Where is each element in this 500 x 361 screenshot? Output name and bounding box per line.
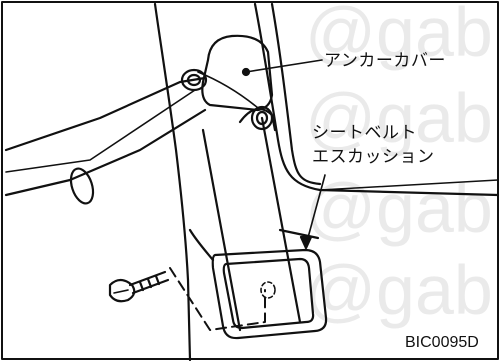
assembly-dash-path xyxy=(169,267,266,331)
leader-anchor-cover xyxy=(245,59,323,73)
anchor-bolt-hole xyxy=(250,105,274,131)
watermark: @gab xyxy=(305,79,493,157)
escutcheon-outer xyxy=(211,248,328,340)
upper-belt-top xyxy=(4,76,207,152)
belt-ring xyxy=(69,167,95,205)
label-anchor-cover: アンカーカバー xyxy=(324,51,446,71)
figure-code: BIC0095D xyxy=(405,334,479,351)
screw-shank xyxy=(128,270,170,295)
upper-belt-bottom xyxy=(4,108,207,197)
floor-line xyxy=(319,179,499,191)
screw-head xyxy=(108,278,136,303)
pillar-trim-left-edge xyxy=(153,2,192,361)
belt-webbing-right xyxy=(260,116,302,324)
pillar-trim-right-edge xyxy=(253,2,500,197)
leader-escutcheon xyxy=(305,174,326,246)
watermark: @gab xyxy=(305,251,493,329)
watermark: @gab xyxy=(305,0,493,71)
anchor-cover xyxy=(201,34,274,112)
label-belt-escutcheon-line2: エスカッション xyxy=(312,147,435,167)
escutcheon-inner xyxy=(222,257,315,330)
escutcheon-screw-hole xyxy=(260,281,276,299)
pillar-inner-line xyxy=(270,2,322,186)
belt-guide xyxy=(180,68,208,92)
label-belt-escutcheon-line1: シートベルト xyxy=(312,123,417,143)
belt-webbing-left xyxy=(201,128,242,332)
escutcheon-side-left xyxy=(188,228,215,262)
upper-belt-fold xyxy=(5,89,196,173)
escutcheon-side-right xyxy=(278,228,320,240)
